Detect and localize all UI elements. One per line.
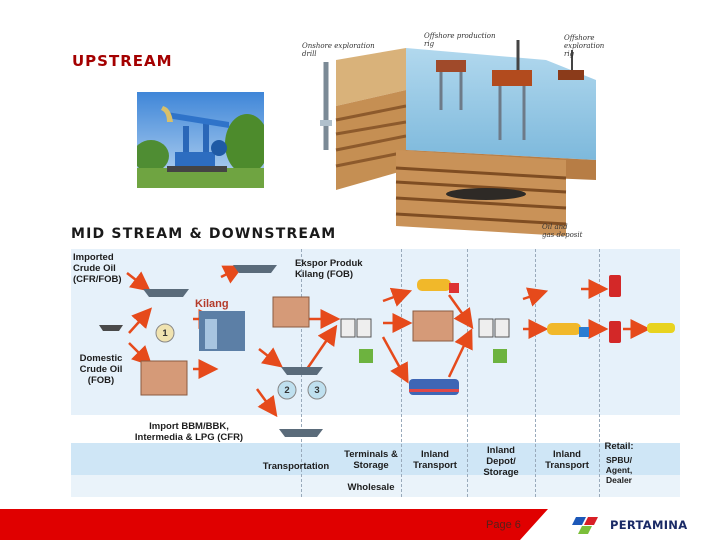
flow-graphics <box>99 265 675 437</box>
terminals-label: Terminals &Storage <box>344 449 398 471</box>
wholesale-label: Wholesale <box>347 482 395 493</box>
divider <box>467 249 468 497</box>
retail-title: Retail: <box>604 441 634 452</box>
transportation-label: Transportation <box>262 461 330 472</box>
footer-slant <box>520 509 580 540</box>
brand-name: PERTAMINA <box>610 518 688 532</box>
kilang-label: Kilang <box>195 298 229 310</box>
pertamina-logo: PERTAMINA <box>572 513 692 537</box>
page-number: Page 6 <box>486 519 521 531</box>
divider <box>599 249 600 497</box>
divider <box>535 249 536 497</box>
import-bbm-label: Import BBM/BBK,Intermedia & LPG (CFR) <box>134 421 244 443</box>
midstream-downstream-heading: MID STREAM & DOWNSTREAM <box>71 226 337 242</box>
upstream-heading: UPSTREAM <box>72 52 173 70</box>
badge-2: 2 <box>284 385 290 396</box>
pump-jack-photo <box>137 92 264 188</box>
pertamina-logo-icon <box>572 517 598 534</box>
badge-1: 1 <box>162 328 168 339</box>
footer-bar <box>0 509 720 540</box>
badge-3: 3 <box>314 385 320 396</box>
retail-detail: SPBU/Agent,Dealer <box>605 455 633 485</box>
